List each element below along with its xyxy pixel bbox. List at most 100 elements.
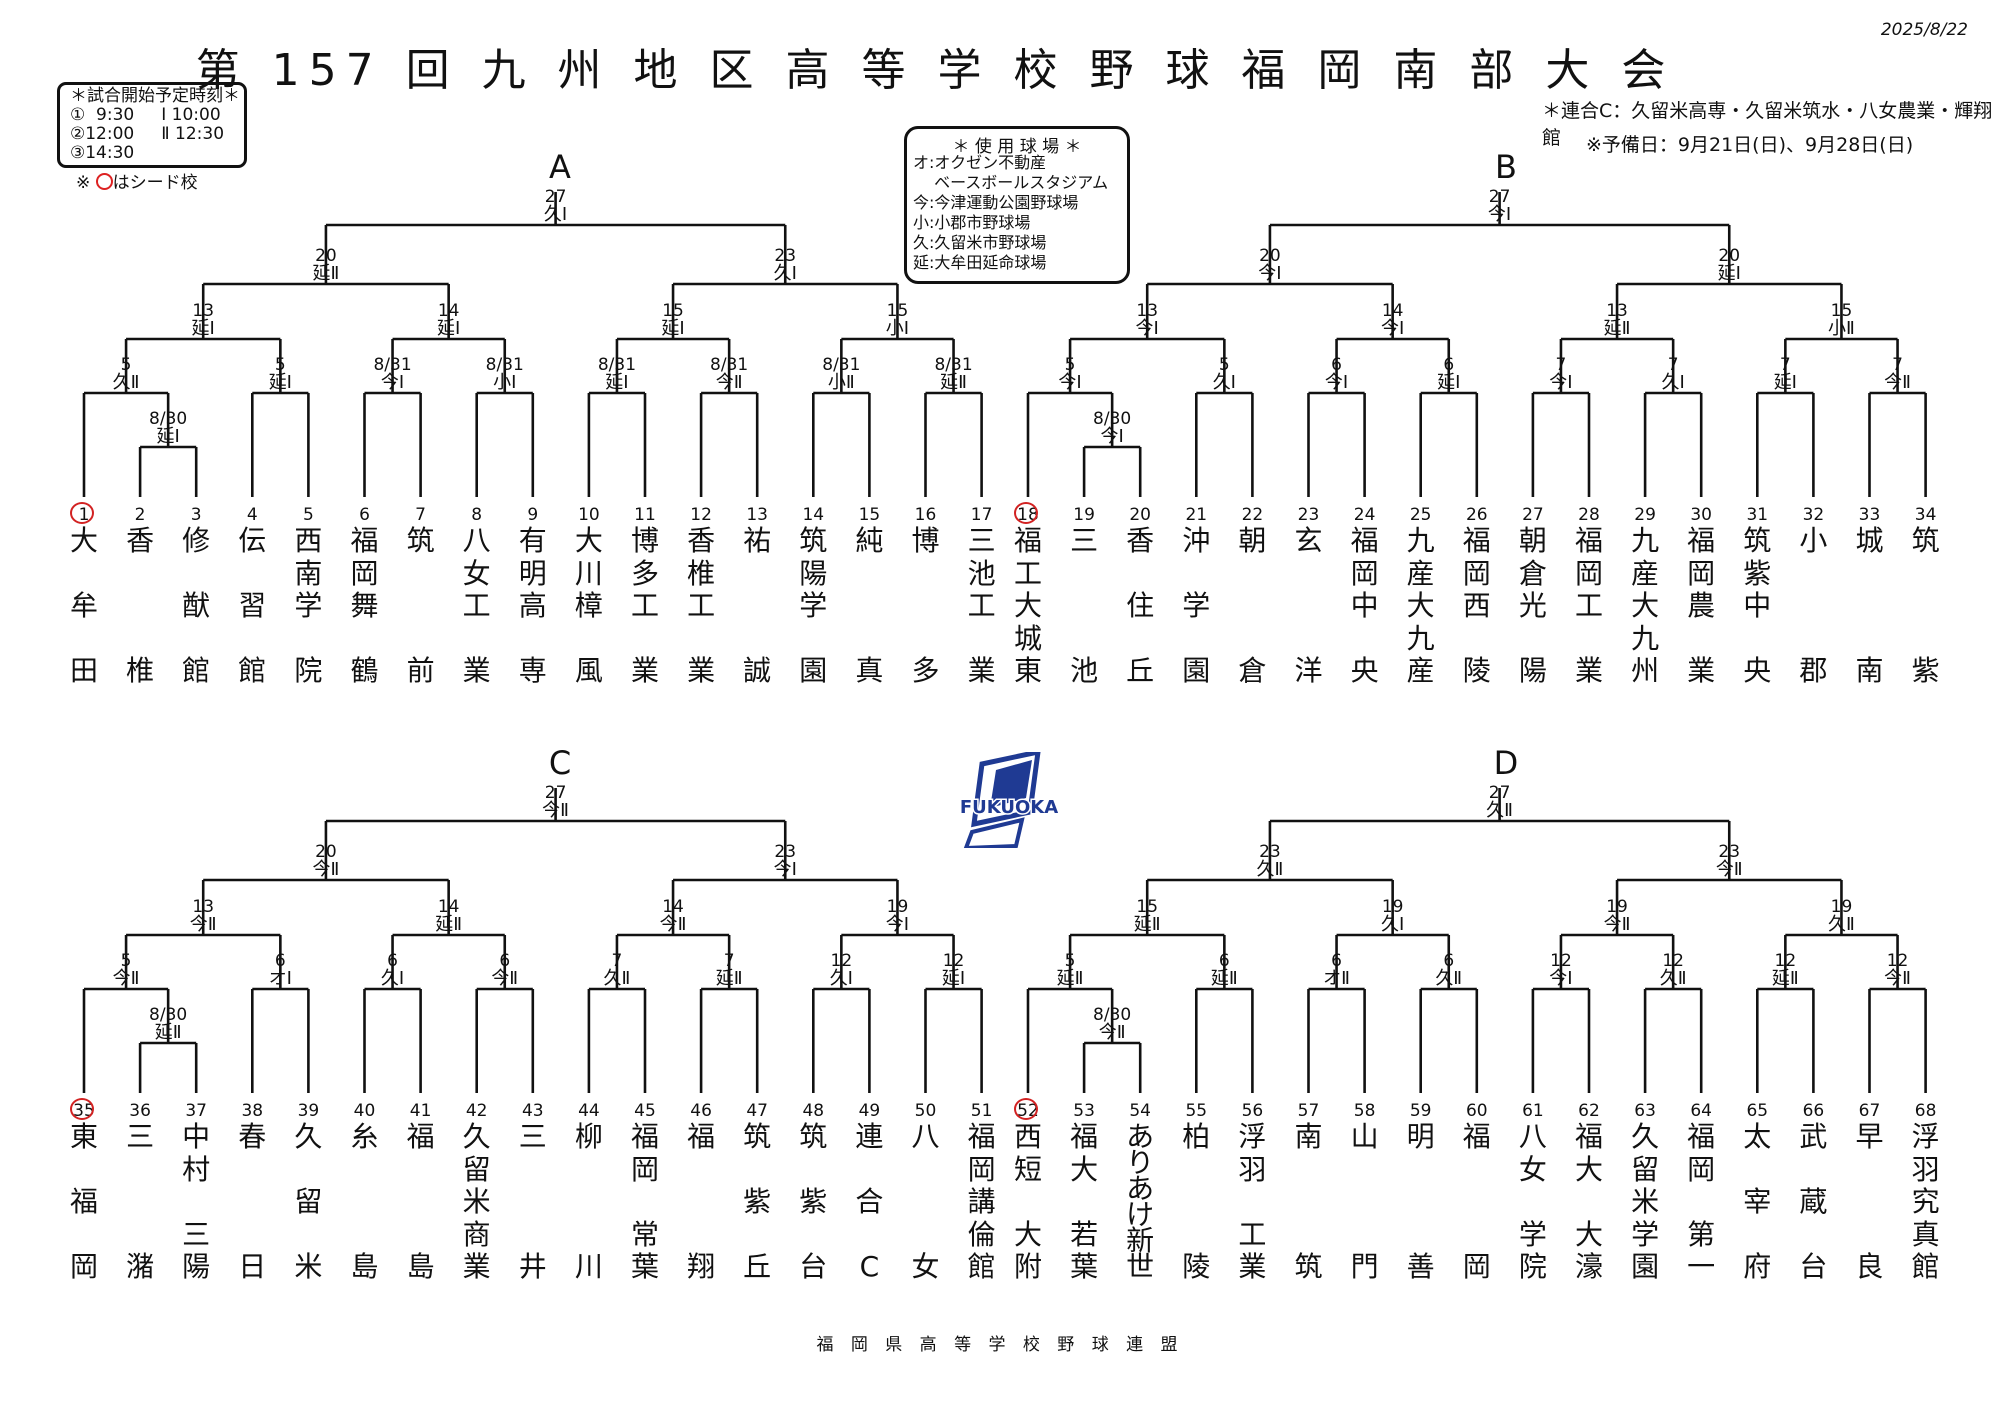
seed-note-prefix: ※ [76,173,91,193]
team-name-char: 浮 [1911,1120,1940,1153]
team-name-char: 池 [967,556,996,590]
team-number: 30 [1690,505,1712,525]
team-number: 20 [1129,505,1151,525]
team-name-char: 羽 [1911,1152,1940,1186]
team-number: 33 [1858,505,1881,525]
team-number: 45 [634,1101,656,1121]
team-number: 44 [578,1101,600,1121]
team-name-char: 福 [1574,1120,1603,1153]
team-name-char: 館 [238,654,267,687]
team-name-char: 住 [1126,589,1155,622]
team-name-char: 潴 [126,1250,155,1283]
team-name-char: 久 [462,1120,491,1153]
team-name-char: 常 [630,1217,659,1251]
team-name-char: 八 [462,524,491,557]
team-name-char: 博 [630,524,659,557]
team-name-char: 専 [518,654,547,687]
team-number: 56 [1241,1101,1264,1121]
team-name-char: 糸 [350,1120,379,1153]
team-number: 23 [1297,505,1320,525]
team-name-char: 九 [1406,621,1435,655]
team-name-char: 純 [855,524,884,557]
team-number: 4 [246,505,258,525]
team-number: 19 [1073,505,1095,525]
team-name-char: 館 [967,1250,996,1283]
team-name-char: 真 [855,654,884,687]
team-number: 41 [409,1101,432,1121]
team-name-char: 筑 [1911,524,1940,557]
team-name-char: 紫 [1743,556,1772,590]
team-name-char: 舞 [350,589,379,622]
team-name-char: 鶴 [350,654,379,687]
team-name-char: 業 [462,654,491,687]
team-number: 42 [465,1101,488,1121]
team-name-char: 福 [1687,524,1716,557]
team-name-char: 武 [1799,1120,1828,1153]
team-name-char: 丘 [1126,654,1155,687]
team-number: 15 [858,505,881,525]
team-name-char: 浮 [1238,1120,1267,1153]
team-name-char: 岡 [1350,556,1379,590]
team-name-char: 朝 [1518,524,1547,557]
team-name-char: 世 [1126,1250,1155,1283]
seed-circle-icon [1014,502,1038,524]
team-name-char: 産 [1406,556,1435,590]
venue-line: 今:今津運動公園野球場 [913,193,1079,212]
team-name-char: 業 [687,654,716,687]
team-name-char: 三 [967,524,996,557]
team-number: 59 [1409,1101,1432,1121]
team-name-char: 久 [1631,1120,1660,1153]
team-name-char: 前 [406,654,435,687]
fukuoka-logo: FUKUOKA [958,752,1060,848]
team-name-char: 椎 [687,556,716,590]
team-number: 16 [914,505,937,525]
team-name-char: 早 [1855,1120,1884,1153]
team-name-char: 業 [1687,654,1716,687]
team-name-char: 福 [406,1120,435,1153]
team-name-char: け [1126,1198,1155,1231]
team-number: 61 [1522,1101,1544,1121]
team-name-char: あ [1126,1120,1155,1153]
team-name-char: 学 [1182,589,1211,622]
team-name-char: 院 [1518,1250,1547,1283]
team-name-char: 倉 [1238,654,1267,687]
team-name-char: 牟 [69,589,98,622]
team-name-char: 岡 [350,556,379,590]
team-name-char: 南 [1294,1120,1323,1153]
team-name-char: 朝 [1238,524,1267,557]
team-name-char: 工 [630,589,659,622]
seed-circle-icon [95,173,113,190]
team-name-char: 葉 [1070,1250,1099,1283]
page-title: 第 157 回 九 州 地 区 高 等 学 校 野 球 福 岡 南 部 大 会 [195,45,1675,96]
team-name-char: 修 [182,524,211,557]
team-name-char: 風 [574,654,603,687]
team-name-char: 台 [1799,1250,1828,1283]
team-name-char: 米 [462,1185,491,1218]
team-name-char: 新 [1126,1224,1155,1257]
team-name-char: 福 [1070,1120,1099,1153]
team-name-char: 岡 [1687,1152,1716,1186]
team-number: 3 [190,505,202,525]
team-name-char: 陵 [1462,654,1491,687]
team-name-char: 明 [1406,1120,1435,1153]
team-number: 67 [1858,1101,1881,1121]
team-name-char: 工 [687,589,716,622]
team-name-char: 八 [1518,1120,1547,1153]
